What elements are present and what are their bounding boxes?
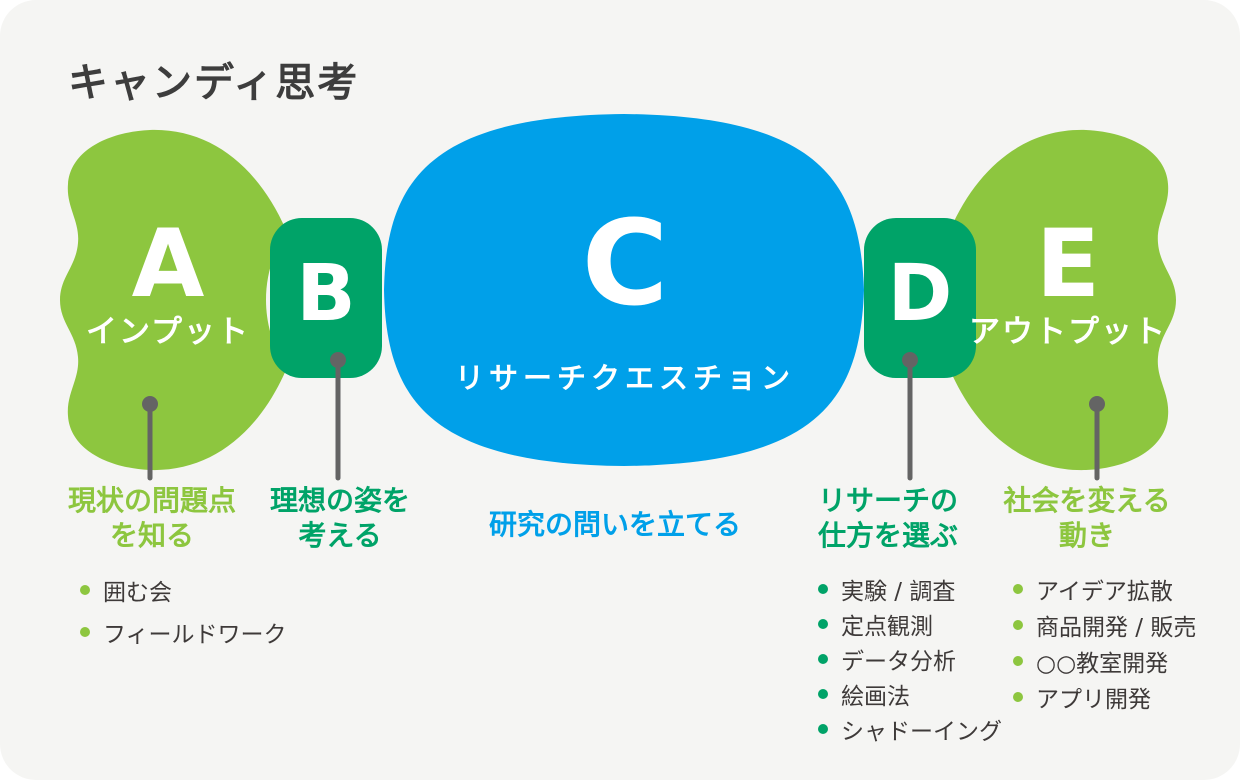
bullet-dot-icon: [1013, 620, 1023, 630]
section-b-heading-line2: 考える: [298, 519, 382, 552]
section-a-list: 囲む会 フィールドワーク: [80, 569, 287, 653]
connector-e-dot: [1089, 396, 1105, 412]
bullet-dot-icon: [1013, 656, 1023, 666]
section-e-heading: 社会を変える 動き: [967, 483, 1207, 553]
section-e-heading-line1: 社会を変える: [1003, 484, 1171, 517]
bullet-dot-icon: [818, 723, 828, 734]
section-e-sublabel: アウトプット: [969, 314, 1167, 350]
bullet-dot-icon: [1013, 584, 1023, 594]
section-a-heading-line1: 現状の問題点: [67, 484, 236, 517]
list-item: シャドーイング: [818, 711, 1002, 746]
list-item-label: フィールドワーク: [103, 622, 287, 648]
section-b-heading: 理想の姿を 考える: [220, 483, 460, 553]
list-item: データ分析: [818, 641, 1002, 676]
list-item: アイデア拡散: [1013, 571, 1196, 607]
section-c-sublabel: リサーチクエスチョン: [454, 361, 795, 395]
section-c-sublabel-block: リサーチクエスチョン: [390, 360, 860, 396]
bow-e-shape: [950, 129, 1176, 471]
section-d-list: 実験 / 調査 定点観測 データ分析 絵画法 シャドーイング: [818, 571, 1002, 746]
list-item-label: ○○教室開発: [1036, 651, 1169, 677]
section-c-label: C: [390, 192, 860, 334]
candy-body-c-shape: [384, 114, 864, 466]
knot-b-shape: [270, 218, 382, 378]
bullet-dot-icon: [818, 583, 828, 594]
section-c-heading-line1: 研究の問いを立てる: [488, 508, 741, 541]
list-item: 定点観測: [818, 606, 1002, 641]
list-item: アプリ開発: [1013, 679, 1196, 715]
bow-a-shape: [60, 129, 286, 471]
section-d-heading-line2: 仕方を選ぶ: [818, 519, 959, 552]
list-item: 絵画法: [818, 676, 1002, 711]
bullet-dot-icon: [818, 653, 828, 664]
section-a-letter: A: [131, 210, 205, 319]
list-item-label: データ分析: [841, 648, 956, 675]
section-e-heading-line2: 動き: [1058, 519, 1115, 552]
list-item-label: 定点観測: [841, 613, 933, 640]
bullet-dot-icon: [1013, 692, 1023, 702]
section-d-letter: D: [887, 249, 953, 339]
bullet-dot-icon: [80, 627, 90, 637]
section-a-sublabel: インプット: [85, 314, 251, 350]
list-item-label: 囲む会: [103, 580, 172, 606]
list-item: 囲む会: [80, 569, 287, 611]
section-d-heading: リサーチの 仕方を選ぶ: [818, 483, 1068, 553]
section-b-label: B: [271, 246, 381, 342]
bullet-dot-icon: [818, 688, 828, 699]
connector-a-dot: [142, 396, 158, 412]
section-c-heading: 研究の問いを立てる: [455, 507, 775, 542]
section-e-letter: E: [1035, 210, 1101, 319]
section-d-heading-line1: リサーチの: [818, 484, 959, 517]
section-e-list: アイデア拡散 商品開発 / 販売 ○○教室開発 アプリ開発: [1013, 571, 1196, 715]
section-c-letter: C: [581, 194, 669, 332]
section-a-label: A インプット: [60, 210, 276, 350]
section-b-heading-line1: 理想の姿を: [269, 484, 410, 517]
knot-d-shape: [864, 218, 976, 378]
list-item-label: アイデア拡散: [1036, 579, 1173, 605]
section-e-label: E アウトプット: [960, 210, 1176, 350]
section-b-letter: B: [296, 249, 356, 339]
section-a-heading: 現状の問題点 を知る: [32, 483, 272, 553]
connector-d-dot: [902, 352, 918, 368]
list-item: 実験 / 調査: [818, 571, 1002, 606]
list-item: 商品開発 / 販売: [1013, 607, 1196, 643]
connector-b-dot: [330, 352, 346, 368]
section-a-heading-line2: を知る: [109, 519, 194, 552]
page-title: キャンディ思考: [68, 60, 360, 106]
list-item-label: 絵画法: [841, 683, 910, 710]
list-item-label: 実験 / 調査: [841, 578, 956, 605]
list-item: フィールドワーク: [80, 611, 287, 653]
bullet-dot-icon: [818, 618, 828, 629]
bullet-dot-icon: [80, 585, 90, 595]
section-d-label: D: [865, 246, 975, 342]
list-item-label: シャドーイング: [841, 718, 1002, 745]
list-item-label: 商品開発 / 販売: [1036, 615, 1197, 641]
list-item: ○○教室開発: [1013, 643, 1196, 679]
list-item-label: アプリ開発: [1036, 687, 1151, 713]
